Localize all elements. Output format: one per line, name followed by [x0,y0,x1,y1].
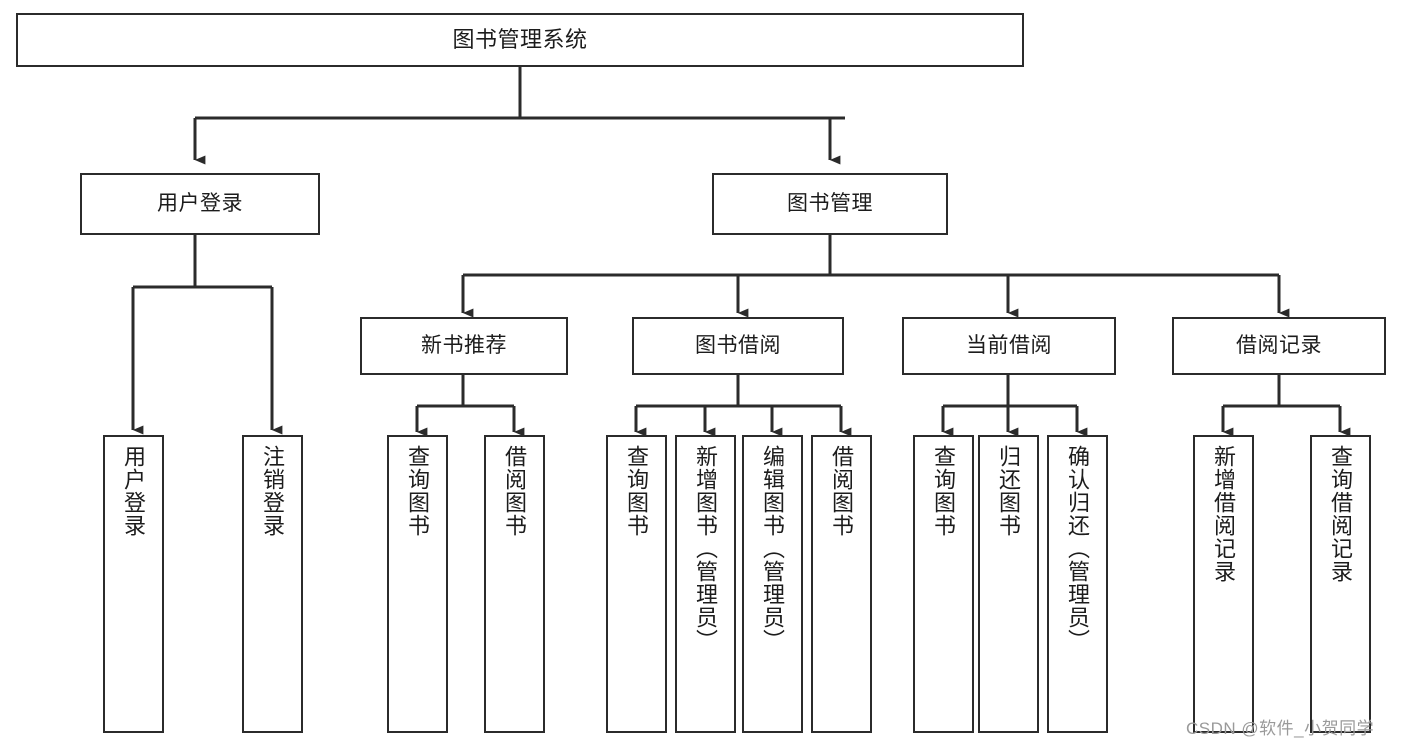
leaf-borrow-books[interactable]: 借阅图书 [811,435,872,733]
leaf-confirm-return-admin[interactable]: 确认归还（管理员） [1047,435,1108,733]
csdn-watermark: CSDN @软件_小贺同学 [1186,719,1375,738]
node-label: 图书管理 [787,191,873,215]
leaf-query-books-recommend[interactable]: 查询图书 [387,435,448,733]
node-book-management[interactable]: 图书管理 [712,173,948,235]
node-label: 查询图书 [405,445,431,537]
node-book-borrow[interactable]: 图书借阅 [632,317,844,375]
leaf-add-borrow-record[interactable]: 新增借阅记录 [1193,435,1254,733]
node-new-book-recommend[interactable]: 新书推荐 [360,317,568,375]
node-user-login[interactable]: 用户登录 [80,173,320,235]
node-root-system[interactable]: 图书管理系统 [16,13,1024,67]
node-label: 新书推荐 [421,333,507,357]
node-label: 图书管理系统 [452,27,588,53]
node-label: 当前借阅 [966,333,1052,357]
node-label: 借阅图书 [829,445,855,537]
node-label: 归还图书 [996,445,1022,537]
leaf-query-borrow-record[interactable]: 查询借阅记录 [1310,435,1371,733]
leaf-query-books-borrow[interactable]: 查询图书 [606,435,667,733]
node-label: 查询图书 [931,445,957,537]
node-label: 查询借阅记录 [1328,445,1354,583]
node-label: 编辑图书（管理员） [760,445,786,652]
node-current-borrow[interactable]: 当前借阅 [902,317,1116,375]
leaf-logout[interactable]: 注销登录 [242,435,303,733]
leaf-edit-book-admin[interactable]: 编辑图书（管理员） [742,435,803,733]
node-label: 图书借阅 [695,333,781,357]
node-label: 注销登录 [260,445,286,537]
node-label: 用户登录 [121,445,147,537]
node-label: 借阅记录 [1236,333,1322,357]
node-label: 借阅图书 [502,445,528,537]
leaf-return-books[interactable]: 归还图书 [978,435,1039,733]
node-label: 查询图书 [624,445,650,537]
node-borrow-records[interactable]: 借阅记录 [1172,317,1386,375]
leaf-borrow-books-recommend[interactable]: 借阅图书 [484,435,545,733]
node-label: 用户登录 [157,191,243,215]
node-label: 新增借阅记录 [1211,445,1237,583]
node-label: 确认归还（管理员） [1065,445,1091,652]
node-label: 新增图书（管理员） [693,445,719,652]
leaf-add-book-admin[interactable]: 新增图书（管理员） [675,435,736,733]
leaf-user-login[interactable]: 用户登录 [103,435,164,733]
leaf-query-books-current[interactable]: 查询图书 [913,435,974,733]
